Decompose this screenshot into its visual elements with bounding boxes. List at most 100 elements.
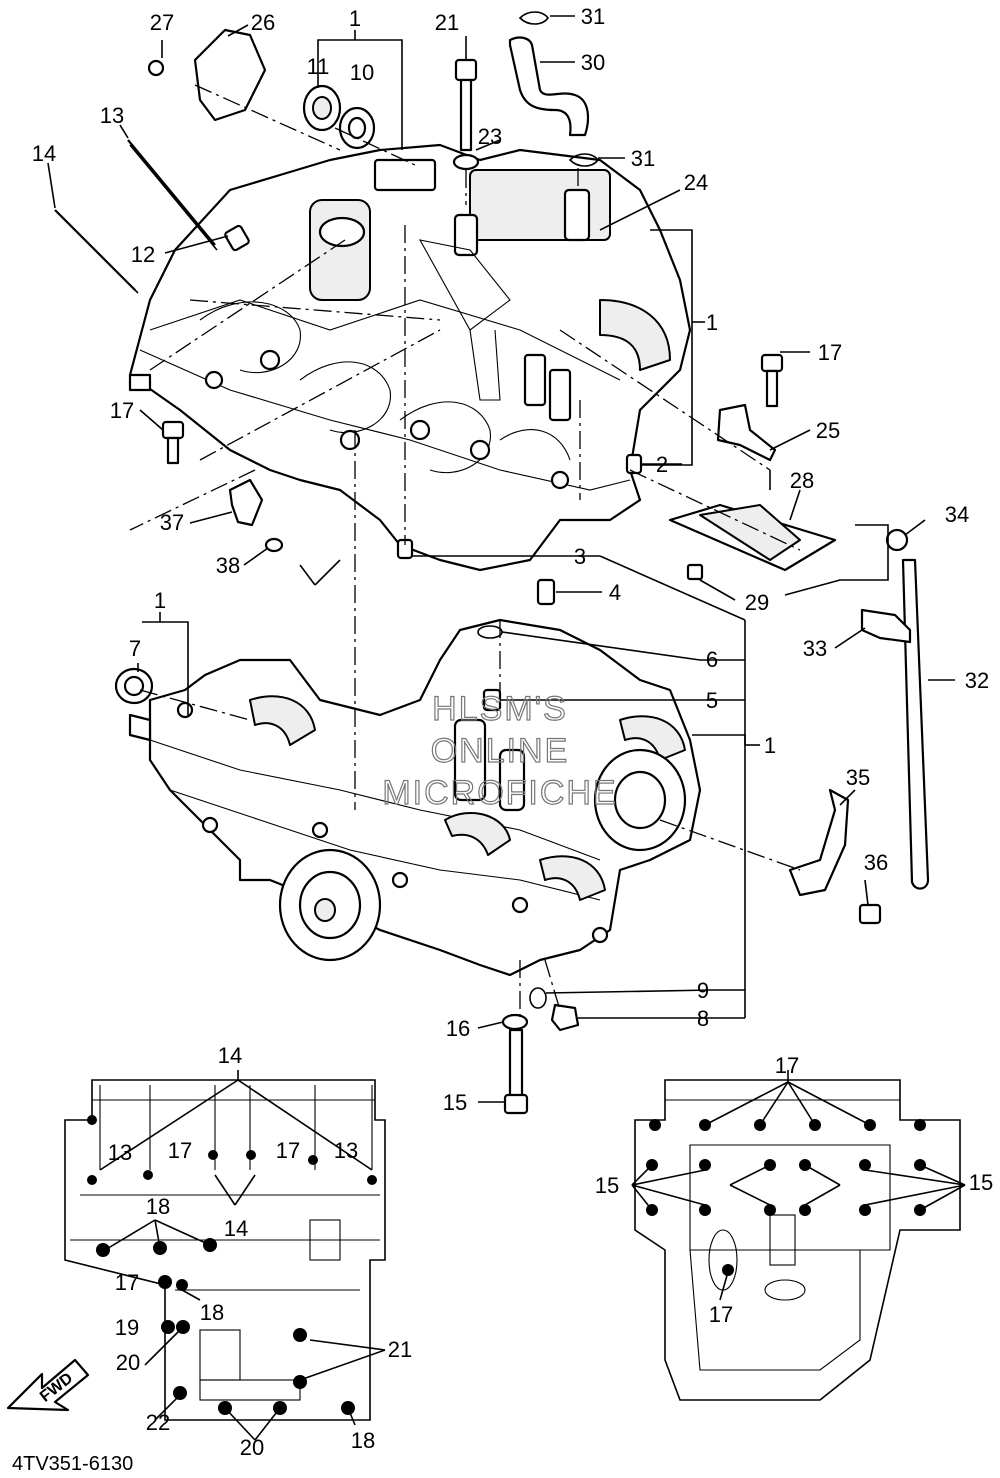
diagram-code: 4TV351-6130 [12, 1453, 133, 1475]
o-ring-part-9 [529, 987, 547, 1009]
holder-part-33 [860, 608, 912, 644]
fwd-arrow-icon: FWD [6, 1358, 90, 1412]
bolt-part-17-left [161, 420, 185, 440]
inset-bottom-view-left [64, 1070, 386, 1441]
callout-6: 6 [706, 647, 718, 672]
inset-left-label-13-right: 13 [334, 1138, 358, 1163]
callout-28: 28 [790, 468, 814, 493]
watermark-line-3: MICROFICHE [382, 774, 617, 812]
watermark-line-2: ONLINE [431, 732, 570, 770]
washer-part-23 [452, 153, 480, 171]
callout-26: 26 [251, 10, 275, 35]
callout-32: 32 [965, 668, 989, 693]
callout-30: 30 [581, 50, 605, 75]
inset-right-label-17-top: 17 [775, 1053, 799, 1078]
dowel-pin-part-12 [224, 224, 250, 252]
callout-37: 37 [160, 510, 184, 535]
leader-lines [47, 15, 955, 1103]
inset-left-label-17-c: 17 [115, 1270, 139, 1295]
inset-right-labels: 17 15 15 17 [595, 1053, 993, 1327]
callout-36: 36 [864, 850, 888, 875]
inset-top-view-right [631, 1070, 966, 1401]
inset-left-label-20-left: 20 [116, 1350, 140, 1375]
callout-10: 10 [350, 60, 374, 85]
guide-part-35 [788, 788, 850, 897]
callout-24: 24 [684, 170, 708, 195]
washer-part-16 [501, 1013, 529, 1031]
lower-crankcase [128, 618, 702, 977]
callout-25: 25 [816, 418, 840, 443]
plug-part-4 [536, 578, 556, 606]
callout-1-left: 1 [154, 588, 166, 613]
callout-9: 9 [697, 978, 709, 1003]
inset-left-label-19: 19 [115, 1315, 139, 1340]
callout-1-top: 1 [349, 6, 361, 31]
breather-hose-part-30 [508, 36, 590, 137]
callout-labels: 1 11 10 26 27 21 31 30 31 23 24 13 14 12… [32, 4, 989, 1115]
bolt-shank-21 [459, 78, 473, 152]
callout-31-lower: 31 [631, 146, 655, 171]
bolt-part-17-right [760, 353, 784, 373]
small-parts [54, 11, 930, 1115]
inset-left-label-22: 22 [146, 1410, 170, 1435]
inset-left-label-18-bottom: 18 [351, 1428, 375, 1453]
clip-part-31-lower [568, 153, 600, 167]
o-ring-part-38 [264, 537, 284, 553]
alignment-lines [129, 84, 801, 1020]
inset-left-label-13-left: 13 [108, 1140, 132, 1165]
inset-right-label-15-right: 15 [969, 1170, 993, 1195]
callout-3: 3 [574, 544, 586, 569]
callout-38: 38 [216, 553, 240, 578]
inset-left-label-21: 21 [388, 1337, 412, 1362]
callout-14: 14 [32, 141, 56, 166]
callout-27: 27 [150, 10, 174, 35]
callout-12: 12 [131, 242, 155, 267]
inset-left-label-14-mid: 14 [224, 1216, 248, 1241]
dowel-part-2 [625, 453, 643, 475]
watermark-line-1: HLSM'S [432, 690, 568, 728]
hose-part-32 [901, 558, 930, 890]
callout-34: 34 [945, 502, 969, 527]
bolt-shank-17-right [765, 369, 779, 408]
bolt-part-21 [454, 58, 478, 82]
bolt-part-36 [858, 903, 882, 925]
clamp-part-34 [885, 528, 909, 552]
callout-2: 2 [656, 452, 668, 477]
callout-1-right-upper: 1 [706, 310, 718, 335]
callout-11: 11 [307, 54, 330, 79]
bolt-part-15 [508, 1028, 524, 1102]
inset-right-label-17-bottom: 17 [709, 1302, 733, 1327]
callout-31-top: 31 [581, 4, 605, 29]
inset-left-label-17-b: 17 [276, 1138, 300, 1163]
callout-5: 5 [706, 688, 718, 713]
callout-4: 4 [609, 580, 621, 605]
fitting-part-37 [228, 478, 264, 527]
callout-17-left: 17 [110, 398, 134, 423]
stud-part-13 [127, 139, 216, 246]
screw-part-29 [686, 563, 704, 581]
callout-29: 29 [745, 590, 769, 615]
cover-part-26 [193, 28, 267, 122]
callout-23: 23 [478, 124, 502, 149]
callout-8: 8 [697, 1006, 709, 1031]
watermark: HLSM'S ONLINE MICROFICHE [382, 689, 617, 812]
clip-part-31-upper [518, 11, 550, 25]
plug-part-8 [550, 1003, 580, 1032]
callout-21: 21 [435, 10, 459, 35]
inset-right-label-15-left: 15 [595, 1173, 619, 1198]
inset-left-label-14-top: 14 [218, 1043, 242, 1068]
inset-left-label-18-mid: 18 [200, 1300, 224, 1325]
bolt-part-27 [147, 59, 165, 77]
bracket-part-25 [716, 403, 777, 462]
callout-33: 33 [803, 636, 827, 661]
inset-left-label-18-top: 18 [146, 1194, 170, 1219]
callout-15: 15 [443, 1090, 467, 1115]
callout-13: 13 [100, 103, 124, 128]
inset-left-label-17-a: 17 [168, 1138, 192, 1163]
callout-16: 16 [446, 1016, 470, 1041]
callout-35: 35 [846, 765, 870, 790]
inset-left-label-20-bottom: 20 [240, 1435, 264, 1460]
callout-17-right: 17 [818, 340, 842, 365]
